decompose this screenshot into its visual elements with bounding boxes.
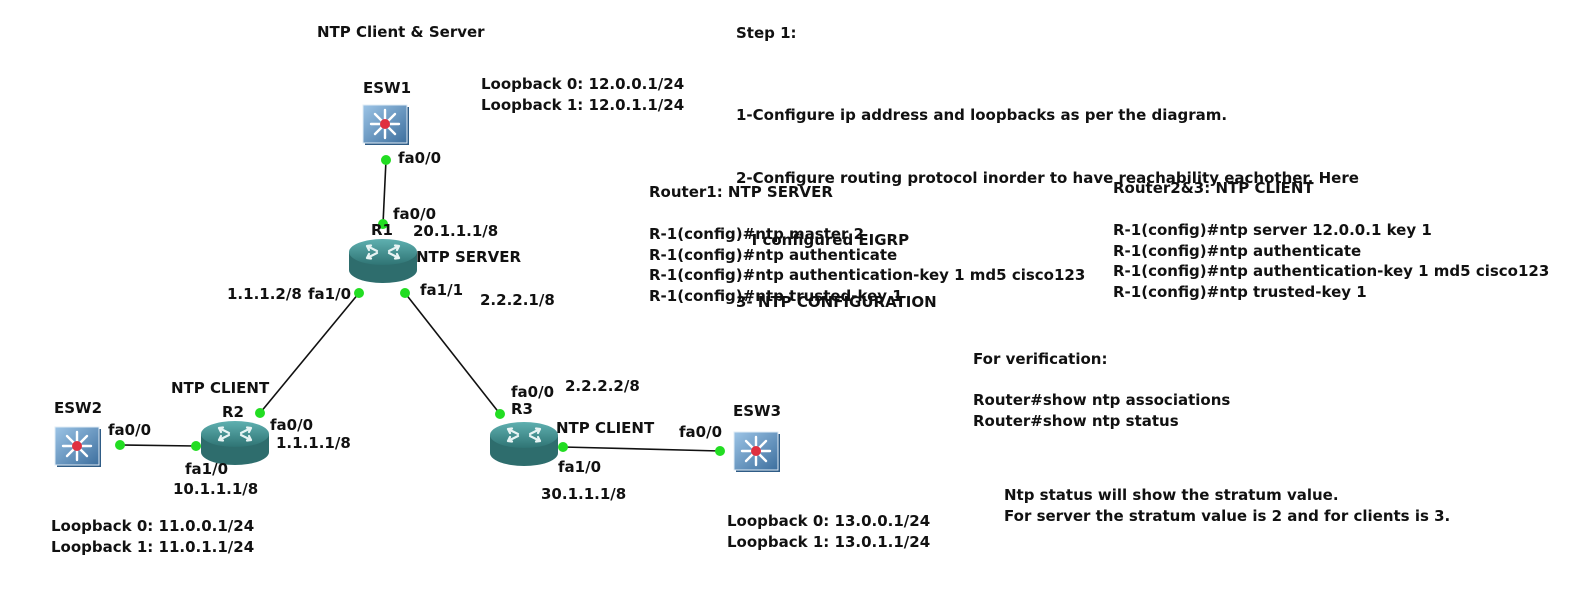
config-line: R-1(config)#ntp authenticate <box>1113 241 1362 260</box>
note-line: For server the stratum value is 2 and fo… <box>1004 506 1451 525</box>
port-dot <box>255 408 265 418</box>
step-item: 2-Configure routing protocol inorder to … <box>736 168 1359 187</box>
step-item: I configured EIGRP <box>736 230 910 249</box>
link-esw1-r1 <box>382 159 387 225</box>
steps-heading: Step 1: <box>736 24 797 42</box>
r3-fa10-ip: 30.1.1.1/8 <box>541 485 627 503</box>
step-item: 1-Configure ip address and loopbacks as … <box>736 106 1228 125</box>
verification-heading: For verification: <box>973 350 1108 368</box>
port-dot <box>495 409 505 419</box>
port-dot <box>115 440 125 450</box>
client-config-lines: R-1(config)#ntp server 12.0.0.1 key 1 R-… <box>1113 220 1549 303</box>
step-item: 3- NTP CONFIGURATION <box>736 292 937 311</box>
config-line: R-1(config)#ntp authentication-key 1 md5… <box>1113 262 1550 281</box>
diagram-title: NTP Client & Server <box>317 23 485 41</box>
port-dot <box>381 155 391 165</box>
esw3-label: ESW3 <box>733 402 782 420</box>
loopback-line: Loopback 0: 11.0.0.1/24 <box>51 517 255 535</box>
port-dot <box>191 441 201 451</box>
r2-label: R2 <box>222 403 244 421</box>
r3-label: R3 <box>511 400 533 418</box>
command-line: Router#show ntp status <box>973 411 1179 430</box>
command-line: Router#show ntp associations <box>973 391 1231 409</box>
port-dots <box>115 155 725 456</box>
link-r3-esw3 <box>562 446 721 452</box>
loopback-line: Loopback 1: 11.0.1.1/24 <box>51 537 255 556</box>
r1-fa11-label: fa1/1 <box>420 281 464 299</box>
esw3-port-label: fa0/0 <box>679 423 723 441</box>
r1-label: R1 <box>371 221 393 239</box>
r2-fa10-ip: 10.1.1.1/8 <box>173 480 259 498</box>
port-dot <box>378 219 388 229</box>
client-config-heading: Router2&3: NTP CLIENT <box>1113 179 1314 197</box>
steps-list: 1-Configure ip address and loopbacks as … <box>736 64 1359 333</box>
stratum-note: Ntp status will show the stratum value. … <box>1004 485 1450 526</box>
esw2-loopbacks: Loopback 0: 11.0.0.1/24 Loopback 1: 11.0… <box>51 516 254 557</box>
link-r1-r3 <box>404 292 501 415</box>
r1-role-label: NTP SERVER <box>416 248 522 266</box>
verification-lines: Router#show ntp associations Router#show… <box>973 390 1230 431</box>
link-r1-r2 <box>259 292 360 414</box>
switch-icon[interactable] <box>732 430 782 474</box>
loopback-line: Loopback 0: 13.0.0.1/24 <box>727 512 931 530</box>
server-config-heading: Router1: NTP SERVER <box>649 183 833 201</box>
server-config-lines: R-1(config)#ntp master 2 R-1(config)#ntp… <box>649 224 1085 307</box>
r1-fa00-ip: 20.1.1.1/8 <box>413 222 499 240</box>
r3-fa00-label: fa0/0 <box>511 383 555 401</box>
esw1-label: ESW1 <box>363 79 412 97</box>
esw2-label: ESW2 <box>54 399 103 417</box>
port-dot <box>354 288 364 298</box>
r2-fa10-label: fa1/0 <box>185 460 229 478</box>
esw1-port-label: fa0/0 <box>398 149 442 167</box>
esw3-loopbacks: Loopback 0: 13.0.0.1/24 Loopback 1: 13.0… <box>727 511 930 552</box>
r1-fa00-label: fa0/0 <box>393 205 437 223</box>
config-line: R-1(config)#ntp authenticate <box>649 245 898 264</box>
switch-icon[interactable] <box>53 425 103 469</box>
r1-fa10-ip: 1.1.1.2/8 <box>227 285 302 303</box>
config-line: R-1(config)#ntp trusted-key 1 <box>1113 283 1367 302</box>
link-esw2-r2 <box>119 444 197 447</box>
port-dot <box>558 442 568 452</box>
esw1-loopbacks: Loopback 0: 12.0.0.1/24 Loopback 1: 12.0… <box>481 74 684 115</box>
config-line: R-1(config)#ntp authentication-key 1 md5… <box>649 266 1086 285</box>
r3-fa10-label: fa1/0 <box>558 458 602 476</box>
r2-role-label: NTP CLIENT <box>171 379 270 397</box>
port-dot <box>715 446 725 456</box>
port-dot <box>400 288 410 298</box>
config-line: R-1(config)#ntp master 2 <box>649 225 865 243</box>
loopback-line: Loopback 1: 13.0.1.1/24 <box>727 532 931 551</box>
note-line: Ntp status will show the stratum value. <box>1004 486 1339 504</box>
r2-fa00-ip: 1.1.1.1/8 <box>276 434 351 452</box>
switch-icon[interactable] <box>361 103 411 147</box>
loopback-line: Loopback 0: 12.0.0.1/24 <box>481 75 685 93</box>
router-icon[interactable] <box>488 420 560 468</box>
r2-fa00-label: fa0/0 <box>270 416 314 434</box>
r1-fa10-label: fa1/0 <box>308 285 352 303</box>
config-line: R-1(config)#ntp trusted-key 1 <box>649 287 903 306</box>
esw2-port-label: fa0/0 <box>108 421 152 439</box>
router-icon[interactable] <box>347 237 419 285</box>
config-line: R-1(config)#ntp server 12.0.0.1 key 1 <box>1113 221 1432 239</box>
r1-fa11-ip: 2.2.2.1/8 <box>480 291 555 309</box>
r3-role-label: NTP CLIENT <box>556 419 655 437</box>
r3-fa00-ip: 2.2.2.2/8 <box>565 377 640 395</box>
loopback-line: Loopback 1: 12.0.1.1/24 <box>481 95 685 114</box>
